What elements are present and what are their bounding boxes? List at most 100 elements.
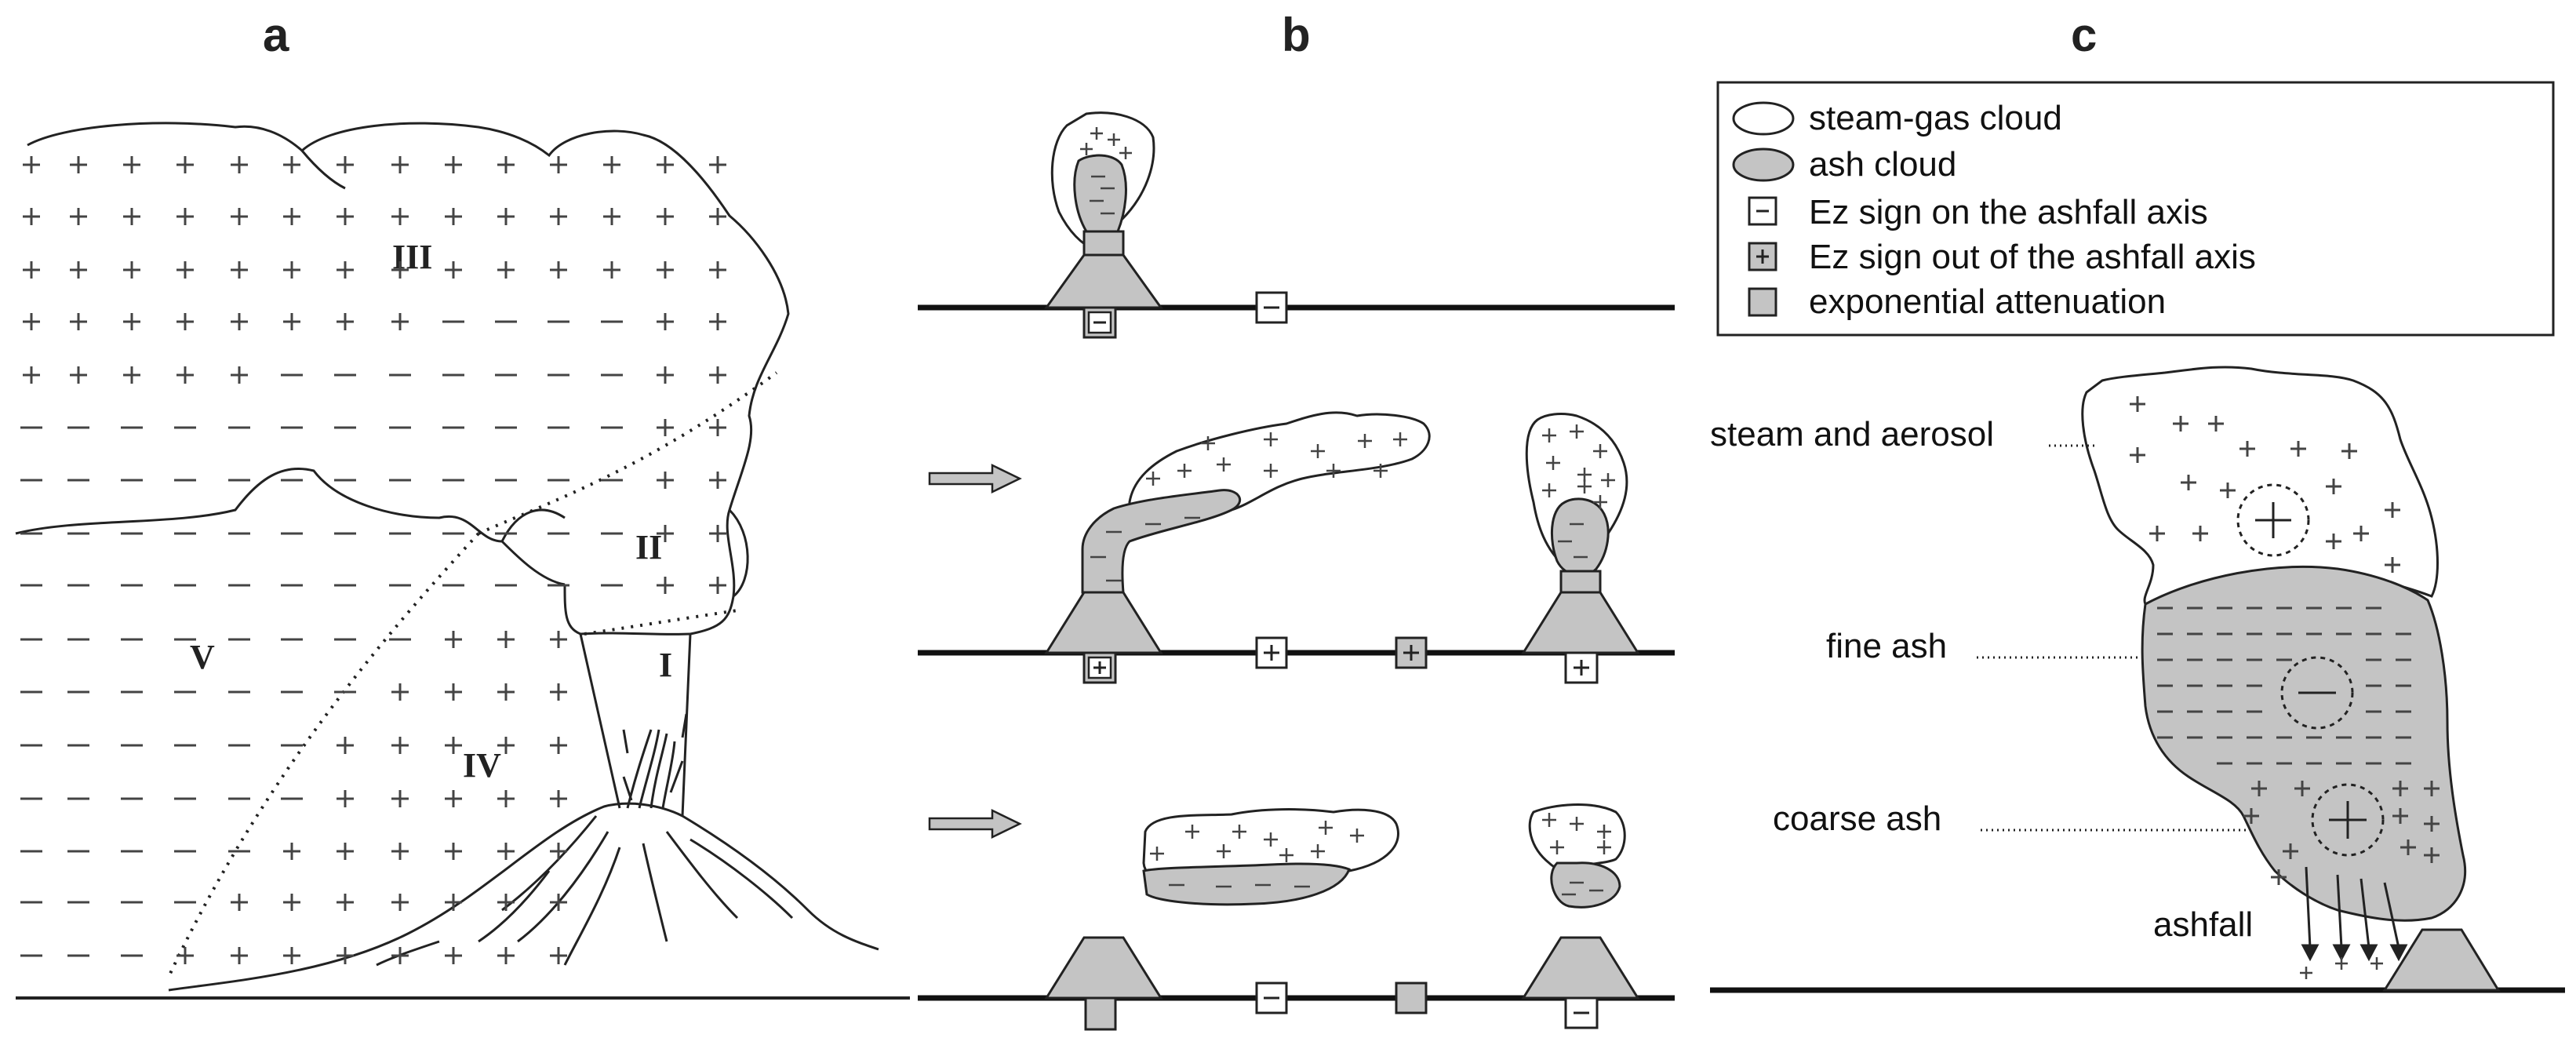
plus-sign <box>709 261 726 279</box>
plus-sign <box>657 419 674 436</box>
plus-sign <box>550 631 567 648</box>
plus-sign <box>550 261 567 279</box>
plus-sign <box>231 156 248 173</box>
plus-sign <box>603 261 620 279</box>
steam-gas-cloud <box>1528 803 1626 871</box>
legend-swatch-steam <box>1732 101 1795 136</box>
plus-sign <box>657 525 674 542</box>
plus-sign <box>2424 847 2440 863</box>
plus-sign <box>337 790 354 807</box>
plus-sign <box>391 737 409 754</box>
legend-label-attenuation: exponential attenuation <box>1809 282 2166 321</box>
zone-label-i: I <box>659 646 672 684</box>
plus-sign <box>709 313 726 330</box>
annotation-coarse-ash: coarse ash <box>1773 799 1941 838</box>
volcano-symbol <box>1044 936 1163 1000</box>
plus-sign <box>445 156 462 173</box>
plus-sign <box>2392 808 2408 824</box>
plus-sign <box>2243 808 2259 824</box>
plus-sign <box>2424 781 2440 796</box>
plus-sign <box>283 843 300 860</box>
plus-sign <box>445 843 462 860</box>
legend-swatch-ash <box>1732 148 1795 182</box>
plus-sign <box>1119 147 1132 159</box>
plus-sign <box>231 261 248 279</box>
ashfall-arrows <box>2301 866 2408 962</box>
legend: steam-gas cloud ash cloud Ez sign on the… <box>1716 81 2555 337</box>
plus-sign <box>445 208 462 225</box>
zone-label-iv: IV <box>463 746 501 785</box>
plus-sign <box>550 208 567 225</box>
panel-b: b <box>918 9 1675 1031</box>
plus-sign <box>391 156 409 173</box>
plus-sign <box>2326 534 2341 549</box>
plus-sign <box>1311 844 1325 858</box>
plus-sign <box>337 843 354 860</box>
plus-sign <box>2130 396 2145 412</box>
plus-sign <box>445 737 462 754</box>
volcano-symbol <box>1044 253 1163 309</box>
plus-sign <box>497 894 515 911</box>
plus-sign <box>391 208 409 225</box>
plus-sign <box>1185 825 1199 839</box>
volcano-symbol <box>1521 591 1640 654</box>
plus-sign <box>1217 457 1231 472</box>
plus-sign <box>497 737 515 754</box>
plus-sign <box>657 261 674 279</box>
plus-sign <box>1150 847 1164 861</box>
ash-cloud <box>1550 861 1621 909</box>
plus-sign <box>657 366 674 384</box>
positive-charge-center-upper <box>2236 483 2310 557</box>
plus-sign <box>550 156 567 173</box>
legend-swatch-ez-on-axis <box>1748 196 1777 226</box>
ash-cloud <box>1081 489 1242 594</box>
plus-sign <box>70 208 87 225</box>
plus-sign <box>2424 816 2440 832</box>
plus-sign <box>283 313 300 330</box>
plus-sign <box>1593 495 1607 509</box>
plus-sign <box>337 208 354 225</box>
plus-sign <box>337 894 354 911</box>
plus-sign <box>497 843 515 860</box>
plus-sign <box>1264 432 1278 446</box>
plus-sign <box>1319 821 1333 835</box>
plus-sign <box>709 472 726 489</box>
station-minus-on-axis <box>1082 306 1117 339</box>
station-minus-on-axis <box>1255 982 1288 1014</box>
plus-sign <box>391 947 409 964</box>
panel-a-label: a <box>263 9 289 61</box>
plus-sign <box>550 947 567 964</box>
plus-sign <box>603 208 620 225</box>
plus-sign <box>391 313 409 330</box>
station-plus-out-of-axis <box>1395 636 1428 669</box>
plus-sign <box>2326 479 2341 494</box>
ash-column <box>1082 230 1125 258</box>
legend-swatch-attenuation <box>1748 287 1777 317</box>
plus-sign <box>391 683 409 701</box>
plus-sign <box>497 208 515 225</box>
legend-swatch-ez-out-axis <box>1748 242 1777 271</box>
plus-sign <box>1201 436 1215 450</box>
plus-sign <box>709 208 726 225</box>
annotation-fine-ash: fine ash <box>1826 627 1947 665</box>
panel-a-charge-signs <box>20 156 726 964</box>
plus-sign <box>497 790 515 807</box>
plus-sign <box>23 156 40 173</box>
legend-label-ez-out-axis: Ez sign out of the ashfall axis <box>1809 238 2256 276</box>
cloud-billow-line <box>563 584 691 636</box>
plus-sign <box>2220 483 2236 498</box>
plus-sign <box>23 366 40 384</box>
plus-sign <box>391 261 409 279</box>
plus-sign <box>1546 456 1560 470</box>
plus-sign <box>391 843 409 860</box>
plus-sign <box>2290 441 2306 457</box>
plus-sign <box>657 313 674 330</box>
plus-sign <box>1350 829 1364 843</box>
plus-sign <box>337 156 354 173</box>
plus-sign <box>709 577 726 594</box>
plus-sign <box>1264 464 1278 478</box>
station-attenuation <box>1395 982 1428 1014</box>
plus-sign <box>657 208 674 225</box>
plus-sign <box>176 947 194 964</box>
plus-sign <box>1217 844 1231 858</box>
